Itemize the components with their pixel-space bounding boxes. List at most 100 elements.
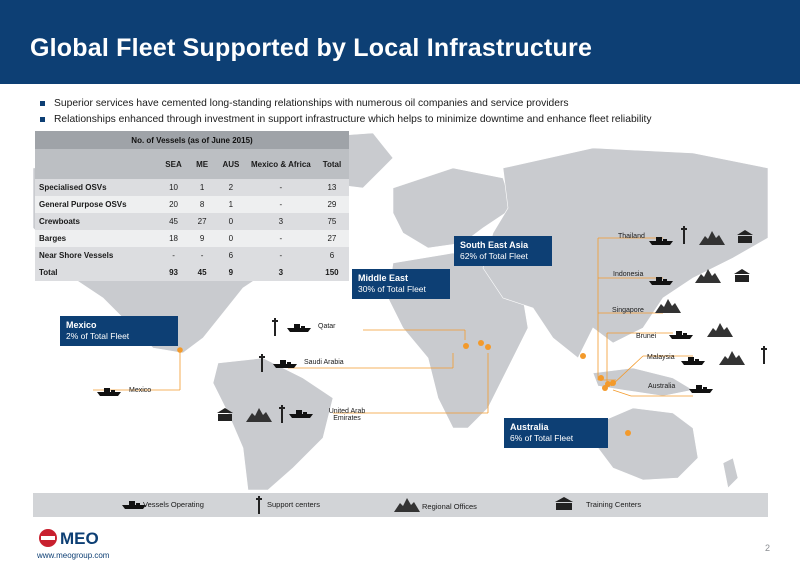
table-cell: 6 — [214, 247, 247, 264]
marker-thailand — [580, 353, 586, 359]
table-cell: - — [246, 230, 315, 247]
label-brunei: Brunei — [636, 333, 657, 340]
table-cell: 3 — [246, 213, 315, 230]
callout-sub: 2% of Total Fleet — [66, 331, 130, 341]
callout-sub: 6% of Total Fleet — [510, 433, 574, 443]
table-header: SEA — [157, 149, 190, 179]
table-row: Barges 18 9 0 - 27 — [35, 230, 349, 247]
table-header: ME — [189, 149, 215, 179]
callout-south-east-asia: South East Asia 62% of Total Fleet — [454, 236, 552, 266]
label-singapore: Singapore — [612, 307, 644, 314]
support-center-icon — [761, 346, 767, 364]
table-row: Crewboats 45 27 0 3 75 — [35, 213, 349, 230]
marker-mexico — [177, 347, 183, 353]
table-cell: 20 — [157, 196, 190, 213]
label-saudi-arabia: Saudi Arabia — [304, 359, 344, 366]
table-cell: 2 — [214, 179, 247, 196]
table-row: Specialised OSVs 10 1 2 - 13 — [35, 179, 349, 196]
vessel-icon — [287, 324, 311, 332]
regional-office-icon — [246, 408, 272, 422]
title-bar: Global Fleet Supported by Local Infrastr… — [0, 0, 800, 84]
table-cell: 27 — [314, 230, 349, 247]
row-label: Near Shore Vessels — [35, 247, 158, 264]
table-cell: 13 — [314, 179, 349, 196]
legend-bar: Vessels Operating Support centers Region… — [33, 493, 768, 517]
table-cell: 0 — [214, 213, 247, 230]
table-header: Mexico & Africa — [246, 149, 315, 179]
marker-brunei — [610, 380, 616, 386]
table-cell: 1 — [214, 196, 247, 213]
callout-title: Australia — [510, 422, 549, 432]
label-indonesia: Indonesia — [613, 271, 644, 278]
label-thailand: Thailand — [618, 233, 645, 240]
table-cell: - — [246, 179, 315, 196]
row-label: Barges — [35, 230, 158, 247]
table-cell: 29 — [314, 196, 349, 213]
legend-regional: Regional Offices — [422, 502, 477, 511]
table-row: Near Shore Vessels - - 6 - 6 — [35, 247, 349, 264]
table-header: Total — [314, 149, 349, 179]
vessel-icon — [689, 385, 713, 393]
training-center-icon — [217, 408, 233, 421]
label-australia: Australia — [648, 383, 676, 390]
table-cell: - — [246, 196, 315, 213]
new-zealand-shape — [722, 457, 739, 489]
row-label: Crewboats — [35, 213, 158, 230]
vessel-icon — [649, 277, 673, 285]
table-header: AUS — [214, 149, 247, 179]
label-malaysia: Malaysia — [647, 354, 675, 361]
callout-title: South East Asia — [460, 240, 529, 250]
south-america-shape — [212, 357, 334, 490]
table-cell: 9 — [189, 230, 215, 247]
indonesia-shape — [592, 367, 694, 397]
table-cell: - — [157, 247, 190, 264]
callout-middle-east: Middle East 30% of Total Fleet — [352, 269, 450, 299]
support-center-icon — [279, 405, 285, 423]
company-logo: MEO — [38, 527, 118, 554]
vessel-icon — [97, 388, 121, 396]
table-cell: 18 — [157, 230, 190, 247]
table-caption: No. of Vessels (as of June 2015) — [35, 131, 349, 149]
bullet-item: Superior services have cemented long-sta… — [38, 96, 652, 112]
support-center-icon — [681, 226, 687, 244]
table-cell: - — [246, 247, 315, 264]
training-center-icon — [737, 230, 753, 243]
table-cell: 75 — [314, 213, 349, 230]
table-cell: 8 — [189, 196, 215, 213]
label-mexico: Mexico — [129, 387, 152, 394]
callout-title: Mexico — [66, 320, 97, 330]
regional-office-icon — [707, 323, 733, 337]
vessel-icon — [681, 357, 705, 365]
marker-malaysia — [598, 375, 604, 381]
bullet-list: Superior services have cemented long-sta… — [38, 96, 652, 128]
legend-vessels: Vessels Operating — [143, 500, 204, 509]
training-center-icon — [734, 269, 750, 282]
table-cell: 1 — [189, 179, 215, 196]
table-cell: 45 — [189, 264, 215, 281]
regional-office-icon — [655, 299, 681, 313]
callout-title: Middle East — [358, 273, 409, 283]
label-uae: United Arab Emirates — [328, 408, 366, 422]
table-cell: 27 — [189, 213, 215, 230]
support-center-icon — [259, 354, 265, 372]
vessel-icon — [669, 331, 693, 339]
callout-sub: 62% of Total Fleet — [460, 251, 528, 261]
vessel-icon — [273, 360, 297, 368]
table-cell: 150 — [314, 264, 349, 281]
vessel-icon — [289, 410, 313, 418]
table-cell: 9 — [214, 264, 247, 281]
logo-text: MEO — [60, 529, 99, 548]
table-row-total: Total 93 45 9 3 150 — [35, 264, 349, 281]
regional-office-icon — [394, 498, 420, 512]
table-cell: 45 — [157, 213, 190, 230]
meo-logo-icon: MEO — [39, 529, 99, 548]
table-cell: 93 — [157, 264, 190, 281]
page-number: 2 — [764, 543, 770, 553]
training-center-icon — [555, 497, 573, 510]
callout-australia: Australia 6% of Total Fleet — [504, 418, 608, 448]
regional-office-icon — [695, 269, 721, 283]
company-url[interactable]: www.meogroup.com — [37, 551, 110, 560]
regional-office-icon — [699, 231, 725, 245]
marker-saudi — [463, 343, 469, 349]
legend-training: Training Centers — [586, 500, 642, 509]
